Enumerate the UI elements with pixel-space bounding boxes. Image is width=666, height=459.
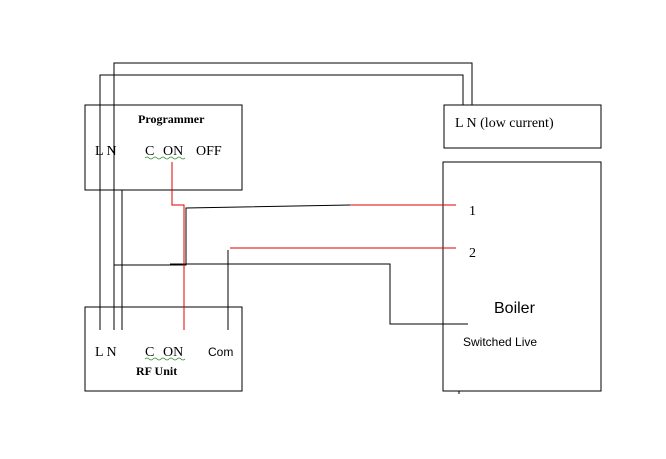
rf-unit-terminal-c: C [145, 345, 154, 360]
boiler-title: Boiler [494, 300, 536, 317]
rf-unit-title: RF Unit [136, 364, 177, 378]
programmer-terminal-on: ON [163, 144, 183, 159]
programmer-terminal-off: OFF [196, 144, 222, 159]
wire-live-loop [113, 62, 473, 330]
wire-neutral-loop [99, 74, 464, 330]
power-supply-box [443, 104, 602, 149]
wire-switched-live [170, 263, 468, 325]
boiler-terminal-2: 2 [469, 246, 476, 261]
rf-unit-box [84, 306, 243, 392]
programmer-terminal-c: C [145, 144, 154, 159]
power-supply-label: L N (low current) [455, 116, 554, 131]
rf-unit-terminal-on: ON [163, 345, 183, 360]
boiler-switched-live-label: Switched Live [463, 335, 537, 349]
boiler-terminal-1: 1 [469, 204, 476, 219]
wire-to-terminal-1 [170, 204, 351, 266]
red-wires [171, 162, 456, 330]
programmer-box [84, 104, 243, 191]
black-wires [99, 62, 473, 394]
programmer-spell-underline [144, 156, 186, 160]
programmer-title: Programmer [138, 112, 205, 126]
programmer-terminal-ln: L N [95, 144, 117, 159]
rf-unit-terminal-com: Com [208, 345, 233, 359]
wire-on-to-on [171, 162, 185, 330]
rf-unit-terminal-ln: L N [95, 345, 117, 360]
rf-unit-spell-underline [144, 357, 186, 361]
boiler-box [442, 161, 602, 392]
